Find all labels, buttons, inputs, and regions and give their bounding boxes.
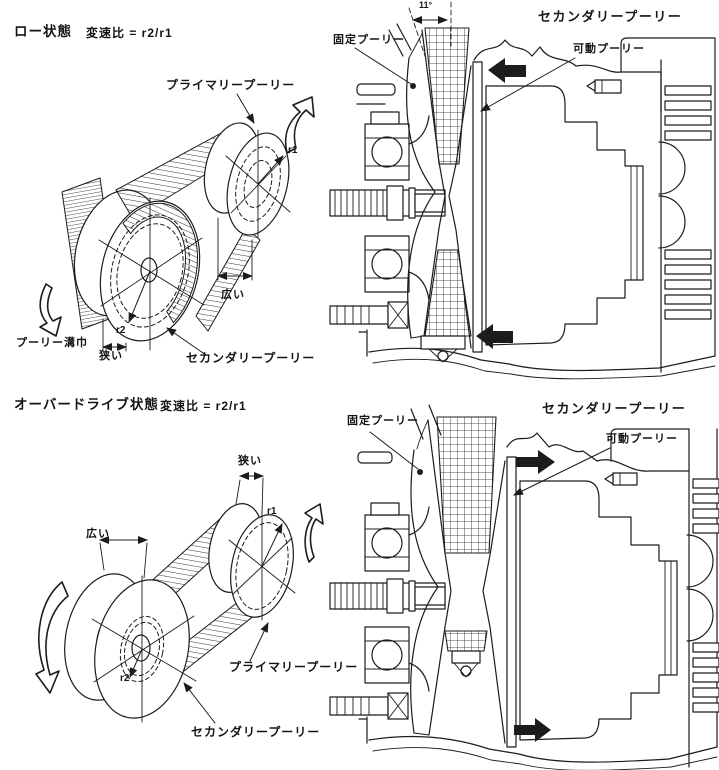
belt-section-upper	[436, 416, 497, 554]
bearing-lower	[364, 235, 430, 301]
piston-drum	[519, 480, 678, 741]
primary-pulley	[228, 511, 296, 621]
secondary-pulley-label: セカンダリープーリー	[191, 725, 321, 739]
secondary-pulley-label: セカンダリープーリー	[186, 351, 316, 365]
belt-section-lower	[424, 249, 472, 337]
ring-gear	[686, 478, 719, 713]
cross-section-title: セカンダリープーリー	[538, 9, 683, 24]
lower-shaft	[329, 301, 409, 329]
bearing-upper	[364, 111, 430, 181]
wide-label: 広い	[221, 289, 245, 301]
low-gear-ratio: 変速比 = r2/r1	[86, 26, 173, 40]
belt-lower-run	[195, 227, 261, 332]
groove-width-dimension-narrow	[102, 318, 127, 352]
r2-label: r2	[120, 673, 130, 684]
low-pulley-3d-diagram	[39, 93, 315, 356]
secondary-axis-lines	[98, 197, 205, 351]
rotation-arrow-primary	[304, 503, 324, 563]
movable-sheave	[482, 456, 517, 748]
bearing-upper	[364, 502, 430, 572]
thrust-arrow-lower	[514, 718, 551, 742]
groove-width-label: プーリー溝巾	[16, 337, 88, 349]
r1-label: r1	[288, 145, 298, 156]
cross-section-title: セカンダリープーリー	[542, 401, 687, 416]
leader-lines	[369, 431, 611, 496]
primary-label-leader	[249, 622, 269, 662]
fixed-pulley-label: 固定プーリー	[333, 34, 405, 46]
low-state-title: ロー状態	[14, 24, 72, 39]
lower-shaft	[329, 692, 409, 720]
primary-pulley	[225, 129, 291, 239]
groove-width-dimension-narrow	[235, 472, 264, 515]
primary-pulley-label: プライマリープーリー	[166, 78, 296, 92]
housing	[356, 23, 716, 380]
primary-label-leader	[236, 93, 255, 124]
narrow-label: 狭い	[238, 455, 262, 467]
thrust-arrow-upper	[516, 450, 555, 474]
narrow-label: 狭い	[99, 350, 123, 362]
secondary-label-leader	[166, 327, 207, 356]
piston-drum	[485, 85, 644, 346]
r1-label: r1	[267, 506, 277, 517]
groove-width-dimension-wide	[99, 536, 148, 579]
input-shaft	[329, 578, 446, 614]
r2-label: r2	[116, 325, 126, 336]
thrust-arrow-lower	[476, 324, 513, 349]
r2-radius-arrow	[128, 270, 151, 323]
overdrive-secondary-cross-section	[329, 404, 719, 770]
overdrive-gear-ratio: 変速比 = r2/r1	[160, 399, 247, 413]
belt-retainer-detail	[444, 630, 488, 678]
secondary-belt-wrap	[110, 202, 198, 328]
secondary-label-leader	[183, 682, 216, 724]
movable-pulley-label: 可動プーリー	[606, 433, 678, 445]
bolt	[586, 79, 622, 94]
wide-label: 広い	[86, 528, 110, 540]
r1-radius-arrow	[261, 523, 283, 567]
bolt	[604, 472, 638, 486]
input-shaft	[329, 185, 446, 221]
r2-radius-arrow	[129, 648, 143, 678]
rotation-arrow-primary	[284, 96, 315, 154]
overdrive-pulley-3d-diagram	[35, 472, 324, 724]
low-secondary-cross-section	[329, 1, 716, 380]
fixed-sheave	[406, 29, 466, 363]
sheave-angle-label: 11°	[419, 0, 433, 10]
belt-section-upper	[424, 27, 470, 165]
thrust-arrow-upper	[488, 58, 526, 83]
r1-radius-arrow	[257, 155, 284, 185]
fixed-sheave	[410, 419, 452, 736]
ring-gear	[658, 85, 712, 320]
groove-width-dimension-wide	[217, 217, 253, 281]
rotation-arrow-secondary	[35, 581, 69, 694]
movable-pulley-label: 可動プーリー	[573, 43, 645, 55]
overdrive-state-title: オーバードライブ状態	[14, 397, 159, 412]
fixed-pulley-label: 固定プーリー	[347, 415, 419, 427]
bearing-lower	[364, 626, 430, 692]
rotation-arrow-secondary	[39, 283, 62, 337]
primary-pulley-label: プライマリープーリー	[229, 660, 359, 674]
leader-lines	[354, 47, 576, 112]
